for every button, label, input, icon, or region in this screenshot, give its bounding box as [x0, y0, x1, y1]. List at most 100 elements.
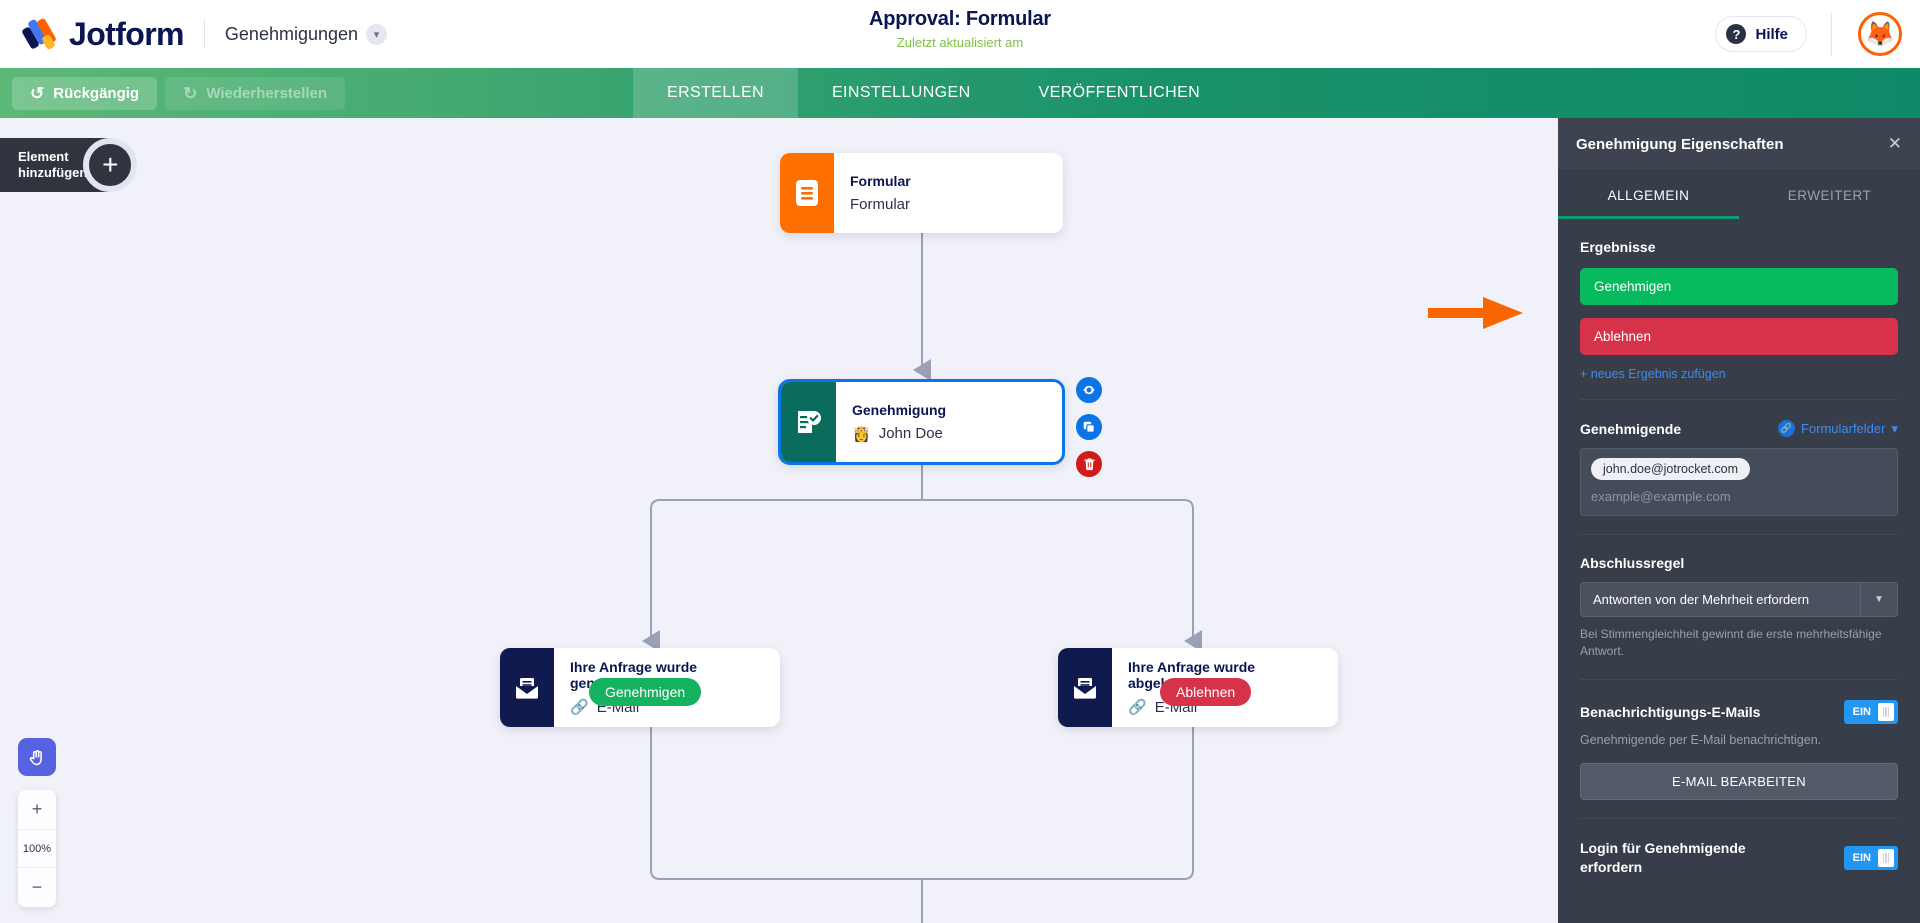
- gear-icon[interactable]: [1073, 374, 1105, 406]
- tab-erstellen[interactable]: ERSTELLEN: [633, 68, 798, 118]
- form-fields-label: Formularfelder: [1800, 421, 1886, 436]
- plus-icon[interactable]: +: [83, 138, 138, 192]
- notification-toggle[interactable]: EIN: [1843, 699, 1898, 724]
- node-approval-title: Genehmigung: [852, 401, 947, 418]
- login-required-toggle[interactable]: EIN: [1843, 845, 1898, 870]
- approver-avatar-icon: 👸: [852, 425, 871, 443]
- login-required-toggle-state: EIN: [1852, 851, 1871, 864]
- avatar[interactable]: 🦊: [1858, 12, 1902, 56]
- approvers-header: Genehmigende 🔗 Formularfelder ▾: [1580, 420, 1898, 437]
- zoom-level: 100%: [18, 829, 56, 868]
- brand-name: Jotform: [69, 15, 185, 52]
- notification-description: Genehmigende per E-Mail benachrichtigen.: [1580, 732, 1822, 747]
- properties-panel: Genehmigung Eigenschaften ✕ ALLGEMEIN ER…: [1558, 118, 1920, 923]
- undo-button[interactable]: ↺ Rückgängig: [12, 76, 158, 110]
- header-divider: [203, 19, 205, 49]
- outcome-approve[interactable]: Genehmigen: [1580, 268, 1898, 305]
- redo-button[interactable]: ↻ Wiederherstellen: [165, 76, 346, 110]
- notification-header: Benachrichtigungs-E-Mails EIN: [1580, 699, 1898, 724]
- properties-panel-title: Genehmigung Eigenschaften: [1576, 135, 1784, 153]
- approver-tag[interactable]: john.doe@jotrocket.com: [1591, 458, 1750, 480]
- zoom-controls: + 100% −: [18, 790, 56, 907]
- link-badge-icon: 🔗: [1777, 420, 1795, 437]
- add-element-line2: hinzufügen: [18, 165, 88, 180]
- trash-icon[interactable]: [1073, 448, 1105, 480]
- link-icon: 🔗: [570, 699, 589, 716]
- approval-check-icon: [781, 382, 836, 462]
- section-notification-emails: Benachrichtigungs-E-Mails EIN Genehmigen…: [1580, 680, 1898, 819]
- edit-email-button[interactable]: E-MAIL BEARBEITEN: [1580, 762, 1898, 800]
- undo-redo-group: ↺ Rückgängig ↻ Wiederherstellen: [0, 76, 346, 110]
- flow-connectors: [642, 233, 1202, 923]
- add-result-link[interactable]: + neues Ergebnis zufügen: [1580, 367, 1726, 381]
- tab-allgemein[interactable]: ALLGEMEIN: [1558, 171, 1739, 219]
- chevron-down-icon: ▾: [366, 23, 388, 45]
- annotation-arrow-icon: [1428, 297, 1523, 329]
- header-divider-2: [1831, 12, 1832, 56]
- node-form[interactable]: Formular Formular: [780, 153, 1063, 233]
- top-header: Jotform Genehmigungen ▾ Approval: Formul…: [0, 0, 1920, 68]
- copy-icon[interactable]: [1073, 411, 1105, 443]
- form-fields-dropdown[interactable]: 🔗 Formularfelder ▾: [1777, 420, 1898, 437]
- editor-toolbar: ↺ Rückgängig ↻ Wiederherstellen ERSTELLE…: [0, 68, 1920, 118]
- approvers-placeholder: example@example.com: [1591, 489, 1731, 504]
- envelope-icon: [500, 648, 554, 727]
- form-document-icon: [780, 153, 834, 233]
- notification-label: Benachrichtigungs-E-Mails: [1580, 703, 1761, 720]
- section-results: Ergebnisse Genehmigen Ablehnen + neues E…: [1580, 219, 1898, 400]
- jotform-logo-icon: [21, 15, 60, 53]
- caret-down-icon[interactable]: ▼: [1860, 582, 1898, 617]
- results-label: Ergebnisse: [1580, 239, 1656, 255]
- question-mark-icon: ?: [1726, 24, 1747, 44]
- brand-logo[interactable]: Jotform: [0, 15, 185, 53]
- redo-button-label: Wiederherstellen: [206, 84, 328, 102]
- zoom-in-button[interactable]: +: [31, 799, 43, 819]
- section-completion-rule: Abschlussregel Antworten von der Mehrhei…: [1580, 535, 1898, 680]
- completion-rule-hint: Bei Stimmengleichheit gewinnt die erste …: [1580, 627, 1882, 659]
- node-form-body: Formular Formular: [834, 153, 929, 233]
- zoom-out-button[interactable]: −: [31, 877, 43, 897]
- login-required-label: Login für Genehmigende erfordern: [1580, 839, 1746, 875]
- editor-tabs: ERSTELLEN EINSTELLUNGEN VERÖFFENTLICHEN: [633, 68, 1234, 118]
- completion-rule-value[interactable]: Antworten von der Mehrheit erfordern: [1580, 582, 1860, 617]
- section-approvers: Genehmigende 🔗 Formularfelder ▾ john.doe…: [1580, 400, 1898, 535]
- undo-button-label: Rückgängig: [53, 84, 140, 102]
- outcome-reject[interactable]: Ablehnen: [1580, 318, 1898, 355]
- tab-einstellungen[interactable]: EINSTELLUNGEN: [831, 84, 971, 101]
- hand-pan-icon[interactable]: [18, 738, 56, 776]
- redo-arrow-icon: ↻: [183, 83, 198, 103]
- workflow-canvas[interactable]: Element hinzufügen + Formular Formular: [0, 118, 1558, 923]
- node-approval-subtitle: 👸 John Doe: [852, 425, 946, 443]
- add-element-line1: Element: [18, 148, 69, 164]
- approver-name: John Doe: [878, 425, 943, 442]
- help-button[interactable]: ? Hilfe: [1715, 16, 1807, 52]
- properties-panel-body: Ergebnisse Genehmigen Ablehnen + neues E…: [1558, 219, 1920, 895]
- node-form-subtitle: Formular: [850, 196, 911, 213]
- completion-rule-select[interactable]: Antworten von der Mehrheit erfordern ▼: [1580, 582, 1898, 617]
- branch-label-reject[interactable]: Ablehnen: [1160, 678, 1252, 706]
- login-required-header: Login für Genehmigende erfordern EIN: [1580, 839, 1898, 877]
- app-selector[interactable]: Genehmigungen ▾: [224, 23, 388, 45]
- link-icon: 🔗: [1128, 699, 1147, 716]
- notification-toggle-state: EIN: [1852, 705, 1871, 718]
- section-login-required: Login für Genehmigende erfordern EIN: [1580, 819, 1898, 895]
- envelope-icon: [1058, 648, 1112, 727]
- properties-panel-header: Genehmigung Eigenschaften ✕: [1558, 118, 1920, 171]
- node-actions: [1073, 374, 1105, 485]
- toggle-knob-icon: [1878, 848, 1894, 867]
- branch-label-approve[interactable]: Genehmigen: [589, 678, 702, 706]
- node-email-approved[interactable]: Ihre Anfrage wurde genehmigt. 🔗 E-Mail: [500, 648, 780, 727]
- approvers-label: Genehmigende: [1580, 420, 1682, 437]
- chevron-down-icon: ▾: [1891, 420, 1898, 436]
- toggle-knob-icon: [1878, 702, 1894, 721]
- add-element-button[interactable]: Element hinzufügen +: [0, 138, 138, 192]
- node-approval-body: Genehmigung 👸 John Doe: [836, 382, 964, 462]
- help-button-label: Hilfe: [1755, 25, 1788, 43]
- properties-panel-tabs: ALLGEMEIN ERWEITERT: [1558, 171, 1920, 219]
- app-selector-label: Genehmigungen: [224, 23, 359, 44]
- close-icon[interactable]: ✕: [1887, 134, 1902, 153]
- node-approval[interactable]: Genehmigung 👸 John Doe: [778, 379, 1065, 465]
- tab-erweitert[interactable]: ERWEITERT: [1787, 187, 1872, 203]
- tab-veroeffentlichen[interactable]: VERÖFFENTLICHEN: [1038, 84, 1201, 101]
- approvers-input[interactable]: john.doe@jotrocket.com example@example.c…: [1580, 448, 1898, 516]
